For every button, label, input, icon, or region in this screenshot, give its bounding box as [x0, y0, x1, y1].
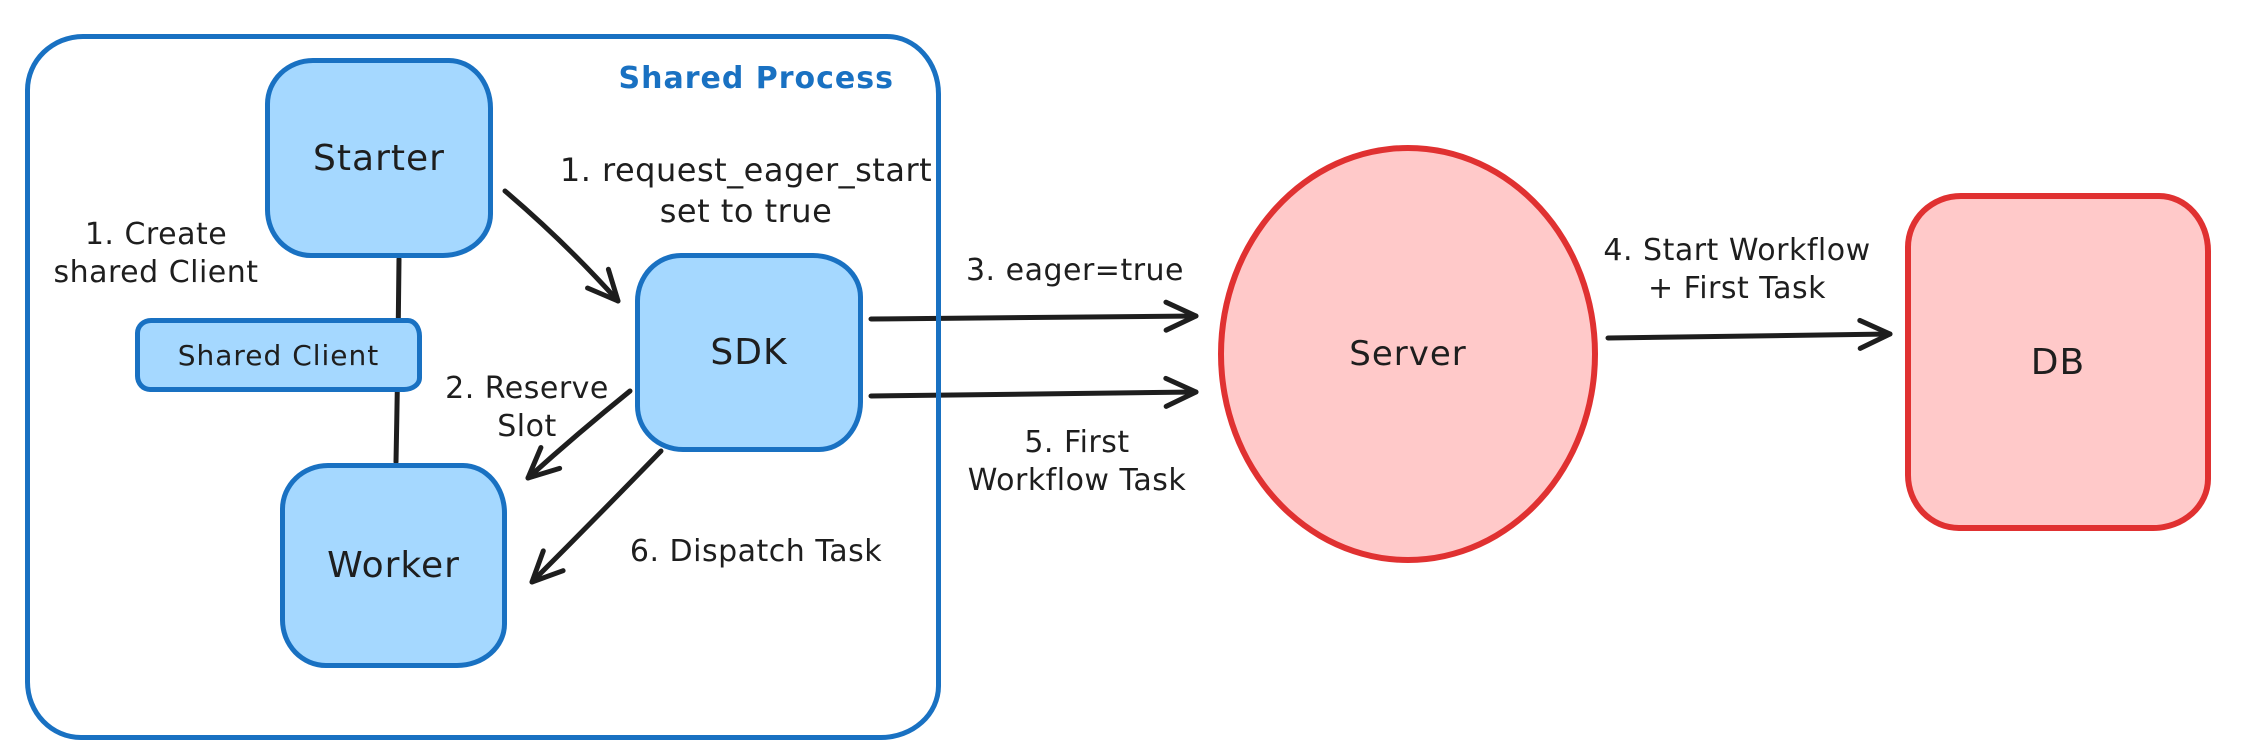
- annotation-eager-true: 3. eager=true: [945, 252, 1205, 290]
- node-starter: Starter: [265, 58, 493, 258]
- shared-process-label: Shared Process: [618, 61, 894, 96]
- edge-server-db: [1605, 317, 1893, 351]
- annotation-line: Slot: [497, 409, 557, 445]
- annotation-line: 5. First: [1024, 425, 1130, 460]
- annotation-line: shared Client: [53, 255, 259, 291]
- annotation-line: Workflow Task: [967, 463, 1187, 499]
- annotation-line: + First Task: [1647, 271, 1827, 307]
- annotation-first-workflow-task: 5. First Workflow Task: [927, 424, 1227, 501]
- annotation-reserve-slot: 2. Reserve Slot: [417, 370, 637, 447]
- edge-sdk-server-eager: [868, 299, 1199, 333]
- node-server: Server: [1218, 145, 1598, 563]
- annotation-line: 4. Start Workflow: [1603, 233, 1871, 268]
- annotation-create-shared-client: 1. Create shared Client: [26, 216, 286, 293]
- edge-sdk-worker-reserve: [525, 388, 633, 481]
- edge-sdk-server-first-task: [868, 375, 1199, 409]
- node-worker-label: Worker: [327, 545, 460, 586]
- node-shared-client: Shared Client: [135, 318, 422, 392]
- node-sdk: SDK: [635, 253, 863, 452]
- annotation-line: 1. request_eager_start: [559, 151, 933, 189]
- node-shared-client-label: Shared Client: [177, 338, 380, 372]
- annotation-line: 6. Dispatch Task: [629, 534, 883, 569]
- shared-process-group: Shared Process: [25, 34, 941, 740]
- annotation-line: 1. Create: [84, 217, 228, 252]
- edge-sdk-worker-dispatch: [529, 448, 664, 585]
- annotation-line: set to true: [659, 191, 833, 230]
- node-worker: Worker: [280, 463, 507, 668]
- node-db: DB: [1905, 193, 2211, 531]
- annotation-dispatch-task: 6. Dispatch Task: [596, 533, 916, 571]
- node-server-label: Server: [1349, 334, 1467, 374]
- edge-starter-sdk: [502, 188, 621, 304]
- annotation-line: 2. Reserve: [445, 371, 609, 406]
- annotation-start-workflow: 4. Start Workflow + First Task: [1577, 232, 1897, 309]
- node-sdk-label: SDK: [710, 332, 788, 373]
- node-db-label: DB: [2030, 341, 2086, 383]
- annotation-request-eager-start: 1. request_eager_start set to true: [536, 150, 956, 232]
- annotation-line: 3. eager=true: [965, 253, 1185, 288]
- node-starter-label: Starter: [313, 137, 445, 179]
